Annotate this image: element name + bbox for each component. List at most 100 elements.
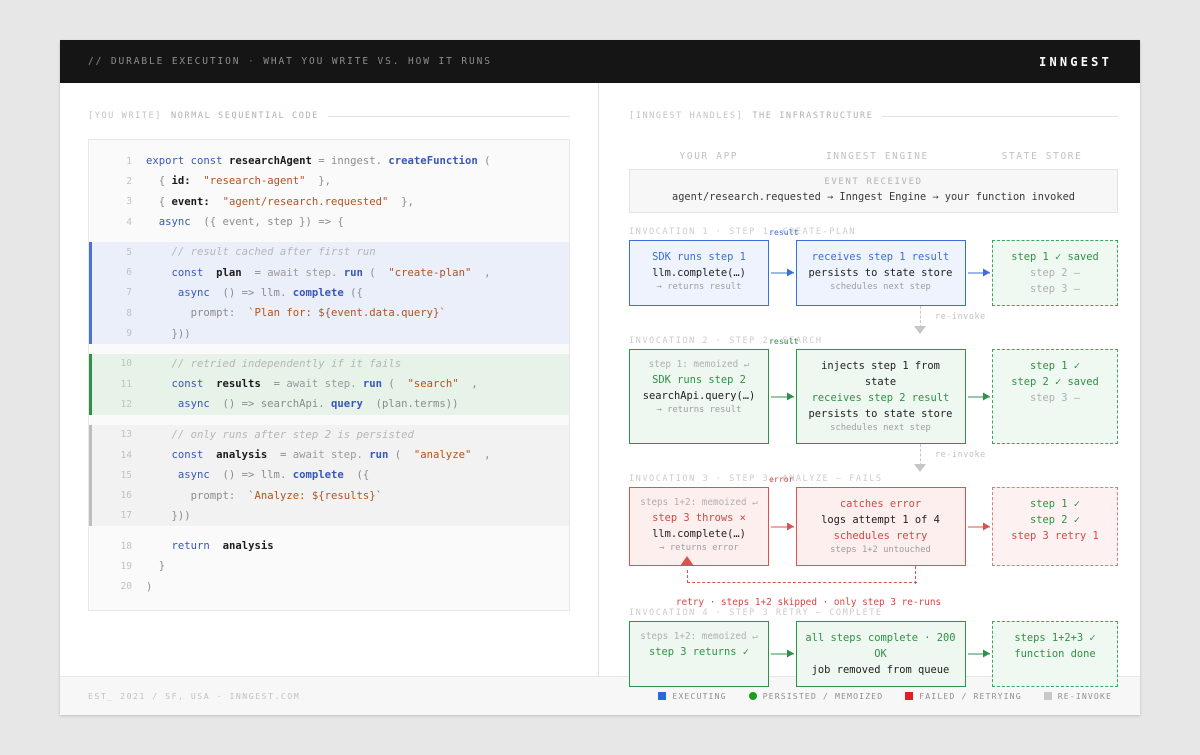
code-token: async	[177, 286, 210, 299]
code-token: "agent/research.requested"	[222, 195, 389, 208]
code-line: 18 return analysis	[89, 536, 569, 556]
code-line-text: async ({ event, step }) => {	[146, 216, 344, 228]
code-token	[146, 378, 172, 390]
code-token: // retried independently if it fails	[146, 357, 402, 370]
code-line-number: 15	[120, 469, 132, 481]
column-header-your-app: YOUR APP	[679, 151, 739, 162]
arrow-label: result	[769, 336, 799, 346]
code-token: }))	[146, 509, 191, 522]
box-line: step 2 ✓ saved	[1011, 376, 1099, 388]
code-token: ,	[471, 266, 491, 279]
code-token: `Analyze: ${results}`	[248, 489, 382, 502]
code-token: run	[369, 449, 389, 461]
box-line: → returns result	[656, 405, 742, 415]
code-line-number: 9	[126, 328, 132, 340]
code-block-gap	[89, 232, 569, 242]
legend-item: FAILED / RETRYING	[905, 691, 1022, 701]
code-token: `Plan for: ${event.data.query}`	[248, 307, 446, 320]
code-token: =	[311, 155, 331, 168]
code-section-title: NORMAL SEQUENTIAL CODE	[170, 111, 319, 121]
legend-swatch-square-icon	[658, 692, 667, 700]
code-token: ,	[471, 449, 491, 461]
code-token: ({	[343, 469, 370, 482]
code-line-text: }	[146, 560, 165, 572]
code-token	[146, 267, 172, 279]
retry-line-left	[687, 570, 688, 583]
box-line: step 2 ✓	[1029, 514, 1081, 526]
code-token: }))	[146, 327, 191, 340]
code-token: return	[171, 540, 210, 553]
box-line: receives step 2 result	[811, 392, 950, 404]
code-token: =	[241, 266, 268, 279]
code-token	[146, 398, 178, 410]
code-token: prompt:	[146, 307, 249, 320]
code-line-text: const results = await step. run ( "searc…	[146, 378, 478, 390]
code-block-gap	[89, 344, 569, 354]
code-line-text: }))	[146, 328, 191, 340]
code-token	[210, 196, 223, 208]
code-token: const	[171, 449, 204, 461]
code-token	[146, 469, 178, 481]
code-token: analysis	[216, 449, 268, 461]
code-token: () => llm.	[209, 286, 293, 299]
code-line-number: 1	[126, 155, 132, 167]
legend-label: PERSISTED / MEMOIZED	[762, 691, 884, 701]
box-line: step 3 returns ✓	[648, 646, 750, 658]
diagram-section-label: [INNGEST HANDLES] THE INFRASTRUCTURE	[629, 111, 1118, 121]
code-token: (	[382, 378, 408, 391]
code-token	[146, 449, 172, 461]
box-line: schedules retry	[833, 530, 928, 542]
code-line-text: )	[146, 581, 152, 593]
code-line: 5 // result cached after first run	[89, 242, 569, 263]
header-comment: // DURABLE EXECUTION	[88, 56, 241, 67]
code-line-text: // only runs after step 2 is persisted	[146, 429, 414, 441]
brand-logo: INNGEST	[1039, 54, 1112, 69]
code-token: const	[171, 266, 204, 279]
code-line-number: 6	[126, 267, 132, 279]
box-line: llm.complete(…)	[652, 528, 746, 540]
header-subtitle: WHAT YOU WRITE VS. HOW IT RUNS	[263, 56, 492, 67]
code-token: inngest.	[331, 155, 383, 168]
invocation-row: steps 1+2: memoized ↵step 3 throws ×llm.…	[629, 474, 1118, 566]
re-invoke-arrowhead	[914, 326, 926, 334]
code-line-text: }))	[146, 510, 191, 522]
column-headers: YOUR APP INNGEST ENGINE STATE STORE	[629, 151, 1118, 162]
re-invoke-connector: re-invoke	[629, 306, 1118, 336]
code-line-number: 10	[120, 358, 132, 370]
box-line: job removed from queue	[811, 664, 950, 676]
box-line: all steps complete · 200 OK	[805, 632, 956, 660]
flow-arrow: error	[769, 474, 796, 566]
box-line: step 1 ✓	[1029, 360, 1081, 372]
box-line: step 1 ✓	[1029, 498, 1081, 510]
poster-canvas: // DURABLE EXECUTION · WHAT YOU WRITE VS…	[60, 40, 1140, 715]
code-line-number: 13	[120, 429, 132, 441]
your-app-box: steps 1+2: memoized ↵step 3 throws ×llm.…	[629, 487, 769, 566]
code-line-number: 16	[120, 490, 132, 502]
code-line-text: const plan = await step. run ( "create-p…	[146, 266, 491, 279]
code-token: {	[146, 175, 172, 188]
diagram-section-title: THE INFRASTRUCTURE	[752, 111, 874, 121]
code-token: async	[177, 398, 210, 411]
flow-arrow	[966, 621, 993, 687]
code-token: () => llm.	[209, 469, 293, 482]
code-line-number: 12	[120, 398, 132, 410]
arrow-label: error	[769, 474, 794, 484]
header-title-group: // DURABLE EXECUTION · WHAT YOU WRITE VS…	[88, 56, 492, 67]
re-invoke-line	[920, 444, 921, 466]
code-line-text: { id: "research-agent" },	[146, 175, 331, 187]
invocation-label: INVOCATION 2 · STEP 2: SEARCH	[629, 336, 823, 346]
box-line: → returns result	[656, 282, 742, 292]
diagram-section-tag: [INNGEST HANDLES]	[629, 111, 744, 121]
box-line: schedules next step	[830, 282, 931, 292]
code-token: await	[267, 266, 300, 279]
code-token: ({ event, step }) => {	[190, 216, 344, 229]
